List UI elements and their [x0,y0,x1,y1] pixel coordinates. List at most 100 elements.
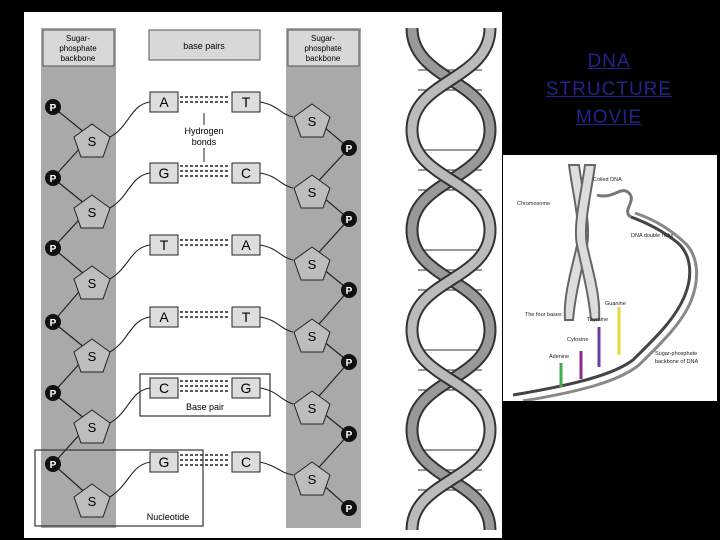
phosphate-label: P [50,174,57,185]
hydrogen-bonds-label-2: bonds [192,137,217,147]
left-backbone-label-2: phosphate [59,44,97,53]
left-backbone-label-1: Sugar- [66,34,90,43]
phosphate-label: P [346,430,353,441]
sugar-label: S [88,134,97,149]
sugar-label: S [308,257,317,272]
nucleotide-highlight [34,449,204,527]
left-sugars [73,123,111,518]
base-pairs-header [148,29,261,61]
right-sugar-labels: S S S S S S [308,114,317,487]
base-letter-right: G [241,380,252,396]
coiled-dna-label: Coiled DNA [593,177,622,183]
title-line-1[interactable]: DNA [587,51,631,72]
base-letter-left: A [159,309,169,325]
base-box-right [231,234,261,256]
base-letter-left: G [159,454,170,470]
sugar-label: S [88,349,97,364]
sugar-label: S [308,185,317,200]
double-helix-illustration [405,27,497,531]
chromosome-label: Chromosome [517,201,550,207]
sugar-label: S [88,205,97,220]
chromosome-dna-inset: Coiled DNA Chromosome DNA double helix G… [503,155,717,403]
base-box-right [231,306,261,328]
right-backbone-header [287,29,360,67]
phosphate-label: P [50,389,57,400]
right-backbone-label-3: backbone [306,54,341,63]
base-box-left [149,306,179,328]
title-line-3[interactable]: MOVIE [575,107,643,128]
base-letter-left: A [159,94,169,110]
dna-structure-movie-link[interactable]: DNA STRUCTURE MOVIE [533,48,685,132]
base-letter-right: T [242,94,251,110]
chromosome-shape [563,164,601,321]
base-box-left [149,162,179,184]
sugar-base-connectors [109,101,294,498]
base-pair-label: Base pair [186,402,224,412]
base-box-right [231,451,261,473]
sugar-label: S [308,114,317,129]
inset-labels: Coiled DNA Chromosome DNA double helix G… [517,177,698,365]
thymine-label: Thymine [587,317,608,323]
dna-double-helix-label: DNA double helix [631,233,673,239]
phosphate-label: P [50,318,57,329]
base-box-left [149,451,179,473]
base-letter-right: C [241,165,251,181]
base-box-right [231,377,261,399]
base-pairs-label: base pairs [183,41,225,51]
guanine-label: Guanine [605,301,626,307]
base-letter-right: C [241,454,251,470]
helix-strand-b [407,27,495,531]
base-pair-highlight [139,373,271,417]
title-line-2[interactable]: STRUCTURE [545,79,673,100]
base-pairs-group: A T G C T A A T C G G C [149,91,261,473]
left-backbone-label-3: backbone [61,54,96,63]
left-phosphates [45,99,61,472]
left-backbone-header [42,29,115,67]
right-backbone-label-1: Sugar- [311,34,335,43]
base-letter-right: A [241,237,251,253]
four-bases-label: The four bases [525,312,562,318]
phosphate-label: P [50,244,57,255]
base-box-left [149,91,179,113]
right-sugars [293,103,331,496]
base-letter-right: T [242,309,251,325]
base-box-right [231,162,261,184]
dna-strand-b [522,211,698,403]
base-letter-left: C [159,380,169,396]
chromosome-diagram: Coiled DNA Chromosome DNA double helix G… [512,164,698,403]
base-letter-left: T [160,237,169,253]
nucleotide-label: Nucleotide [147,512,190,522]
left-phosphate-labels: P P P P P P [50,103,57,471]
base-box-left [149,377,179,399]
right-phosphate-labels: P P P P P P [346,144,353,515]
sugar-label: S [308,401,317,416]
backbone-label-1: Sugar-phosphate [655,351,697,357]
phosphate-label: P [346,358,353,369]
sugar-label: S [88,494,97,509]
cytosine-label: Cytosine [567,337,588,343]
hydrogen-bond-dashes [180,96,230,466]
phosphate-label: P [346,286,353,297]
base-box-right [231,91,261,113]
phosphate-label: P [50,460,57,471]
base-box-left [149,234,179,256]
base-letter-left: G [159,165,170,181]
coiled-dna-shape [596,189,633,219]
right-backbone-label-2: phosphate [304,44,342,53]
phosphate-label: P [346,144,353,155]
phosphate-label: P [346,215,353,226]
left-sugar-labels: S S S S S S [88,134,97,509]
sugar-label: S [88,276,97,291]
adenine-label: Adenine [549,354,569,360]
sugar-label: S [88,420,97,435]
dna-strand-a [512,215,692,397]
right-phosphates [341,140,357,516]
sugar-label: S [308,329,317,344]
base-markers [559,307,621,387]
phosphate-label: P [346,504,353,515]
sugar-label: S [308,472,317,487]
phosphate-label: P [50,103,57,114]
backbone-label-2: backbone of DNA [655,359,698,365]
hydrogen-bonds-label-1: Hydrogen [184,126,223,136]
